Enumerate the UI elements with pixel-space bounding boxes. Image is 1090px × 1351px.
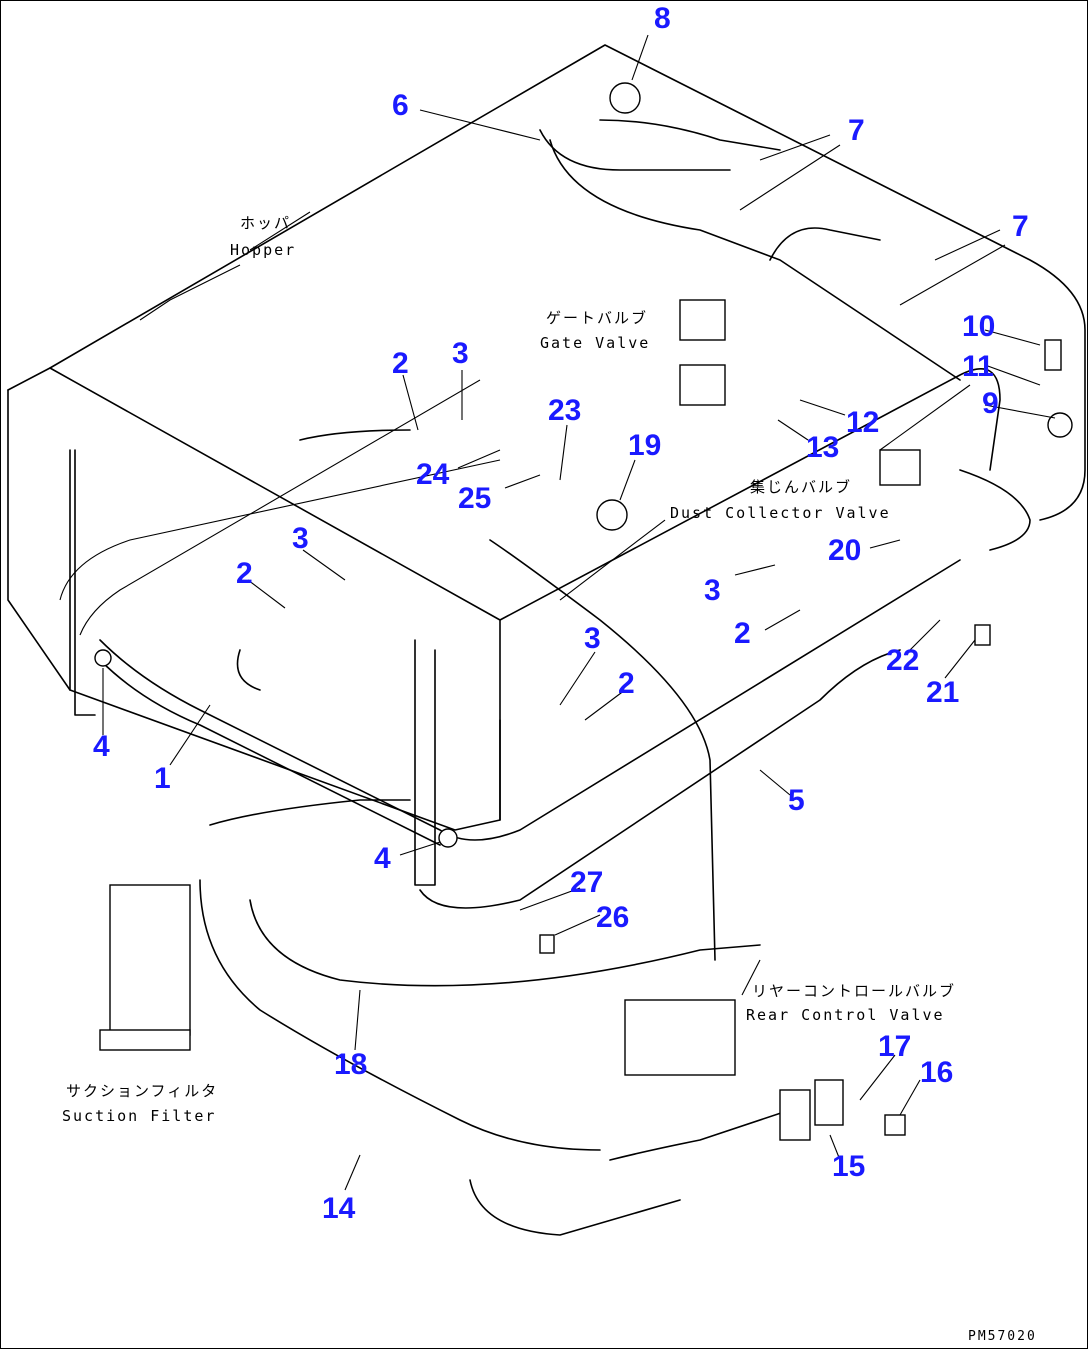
callout-7-upper: 7 <box>848 114 865 147</box>
callout-21: 21 <box>926 676 959 709</box>
fitting-9 <box>1047 412 1073 438</box>
suction-filter-base <box>99 1029 191 1051</box>
fitting-4b <box>438 828 458 848</box>
callout-24: 24 <box>416 458 450 491</box>
rear-control-valve <box>624 999 736 1076</box>
fitting-8 <box>609 82 641 114</box>
fitting-19 <box>596 499 628 531</box>
callout-7-lower: 7 <box>1012 210 1029 243</box>
callout-13: 13 <box>806 431 839 464</box>
callout-1: 1 <box>154 762 171 795</box>
callout-6: 6 <box>392 89 409 122</box>
label-dust-valve-jp: 集じんバルブ <box>750 478 852 496</box>
callout-10: 10 <box>962 310 995 343</box>
callout-17: 17 <box>878 1030 911 1063</box>
dust-collector-valve <box>879 449 921 486</box>
callout-3-center: 3 <box>584 622 601 655</box>
gate-valve-upper <box>679 299 726 341</box>
bolt-26 <box>539 934 555 954</box>
callout-26: 26 <box>596 901 629 934</box>
hose-runs <box>99 119 1031 1236</box>
callout-14: 14 <box>322 1192 356 1225</box>
callout-19: 19 <box>628 429 661 462</box>
callout-2-mid-right: 2 <box>734 617 751 650</box>
leader-lines <box>102 34 1056 1191</box>
callout-4-center: 4 <box>374 842 391 875</box>
label-suction-jp: サクションフィルタ <box>66 1082 218 1100</box>
callout-2-top: 2 <box>392 347 409 380</box>
callout-5: 5 <box>788 784 805 817</box>
callout-16: 16 <box>920 1056 953 1089</box>
callout-3-top: 3 <box>452 337 469 370</box>
callout-18: 18 <box>334 1048 367 1081</box>
gate-valve-lower <box>679 364 726 406</box>
part-labels: ホッパ Hopper ゲートバルブ Gate Valve 集じんバルブ Dust… <box>62 214 1037 1344</box>
callout-15: 15 <box>832 1150 865 1183</box>
bracket-15a <box>779 1089 811 1141</box>
components <box>94 82 1073 1141</box>
bolt-10 <box>1044 339 1062 371</box>
bolt-16 <box>884 1114 906 1136</box>
callout-11: 11 <box>962 350 994 383</box>
callout-numbers: 8 6 7 7 10 11 9 12 13 2 3 23 19 24 25 20… <box>93 2 1029 1225</box>
callout-20: 20 <box>828 534 861 567</box>
callout-12: 12 <box>846 406 879 439</box>
fitting-4a <box>94 649 112 667</box>
suction-filter <box>109 884 191 1036</box>
callout-25: 25 <box>458 482 491 515</box>
bolt-21 <box>974 624 991 646</box>
callout-3-mid-right: 3 <box>704 574 721 607</box>
callout-22: 22 <box>886 644 919 677</box>
label-rear-valve-en: Rear Control Valve <box>746 1006 945 1024</box>
label-suction-en: Suction Filter <box>62 1107 216 1125</box>
hopper-outline <box>7 44 1086 886</box>
callout-3-mid-left: 3 <box>292 522 309 555</box>
label-dust-valve-en: Dust Collector Valve <box>670 504 891 522</box>
drawing-code: PM57020 <box>968 1329 1037 1344</box>
callout-9: 9 <box>982 387 999 420</box>
label-rear-valve-jp: リヤーコントロールバルブ <box>752 982 956 1000</box>
label-gate-valve-jp: ゲートバルブ <box>546 309 648 327</box>
callout-23: 23 <box>548 394 581 427</box>
callout-8: 8 <box>654 2 671 35</box>
callout-2-center: 2 <box>618 667 635 700</box>
label-hopper-en: Hopper <box>230 241 296 259</box>
bracket-15b <box>814 1079 844 1126</box>
label-hopper-jp: ホッパ <box>240 214 291 232</box>
label-gate-valve-en: Gate Valve <box>540 334 650 352</box>
callout-27: 27 <box>570 866 603 899</box>
callout-2-mid-left: 2 <box>236 557 253 590</box>
callout-4-left: 4 <box>93 730 110 763</box>
